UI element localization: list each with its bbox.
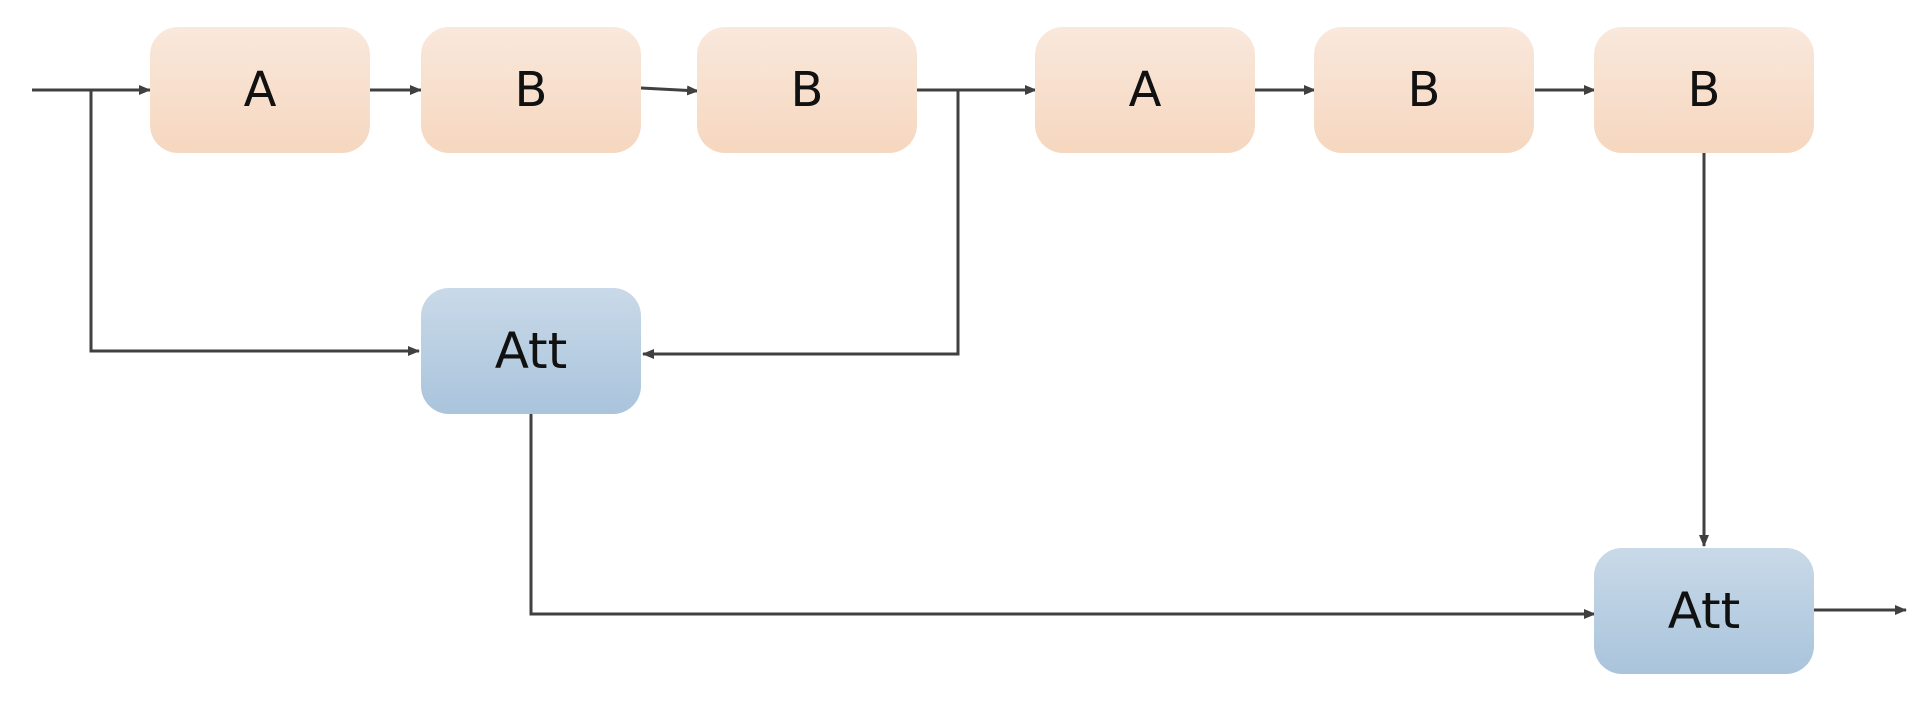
attention-block-2-label: Att: [1667, 582, 1741, 640]
block-b-1: B: [421, 27, 641, 153]
block-b-4-label: B: [1687, 62, 1721, 118]
arrow-b1-b2: [640, 85, 699, 96]
block-b-4: B: [1594, 27, 1814, 153]
block-b-2-label: B: [790, 62, 824, 118]
block-b-2: B: [697, 27, 917, 153]
block-a-1-label: A: [243, 62, 277, 118]
block-b-3: B: [1314, 27, 1534, 153]
attention-block-2: Att: [1594, 548, 1814, 674]
arrow-mid-att1: [642, 90, 960, 359]
block-b-1-label: B: [514, 62, 548, 118]
block-a-2-label: A: [1128, 62, 1162, 118]
attention-block-1: Att: [421, 288, 641, 414]
block-b-3-label: B: [1407, 62, 1441, 118]
arrow-input-att1: [89, 90, 420, 356]
attention-block-1-label: Att: [494, 322, 568, 380]
arrow-att1-att2: [529, 413, 1596, 619]
block-a-1: A: [150, 27, 370, 153]
block-a-2: A: [1035, 27, 1255, 153]
